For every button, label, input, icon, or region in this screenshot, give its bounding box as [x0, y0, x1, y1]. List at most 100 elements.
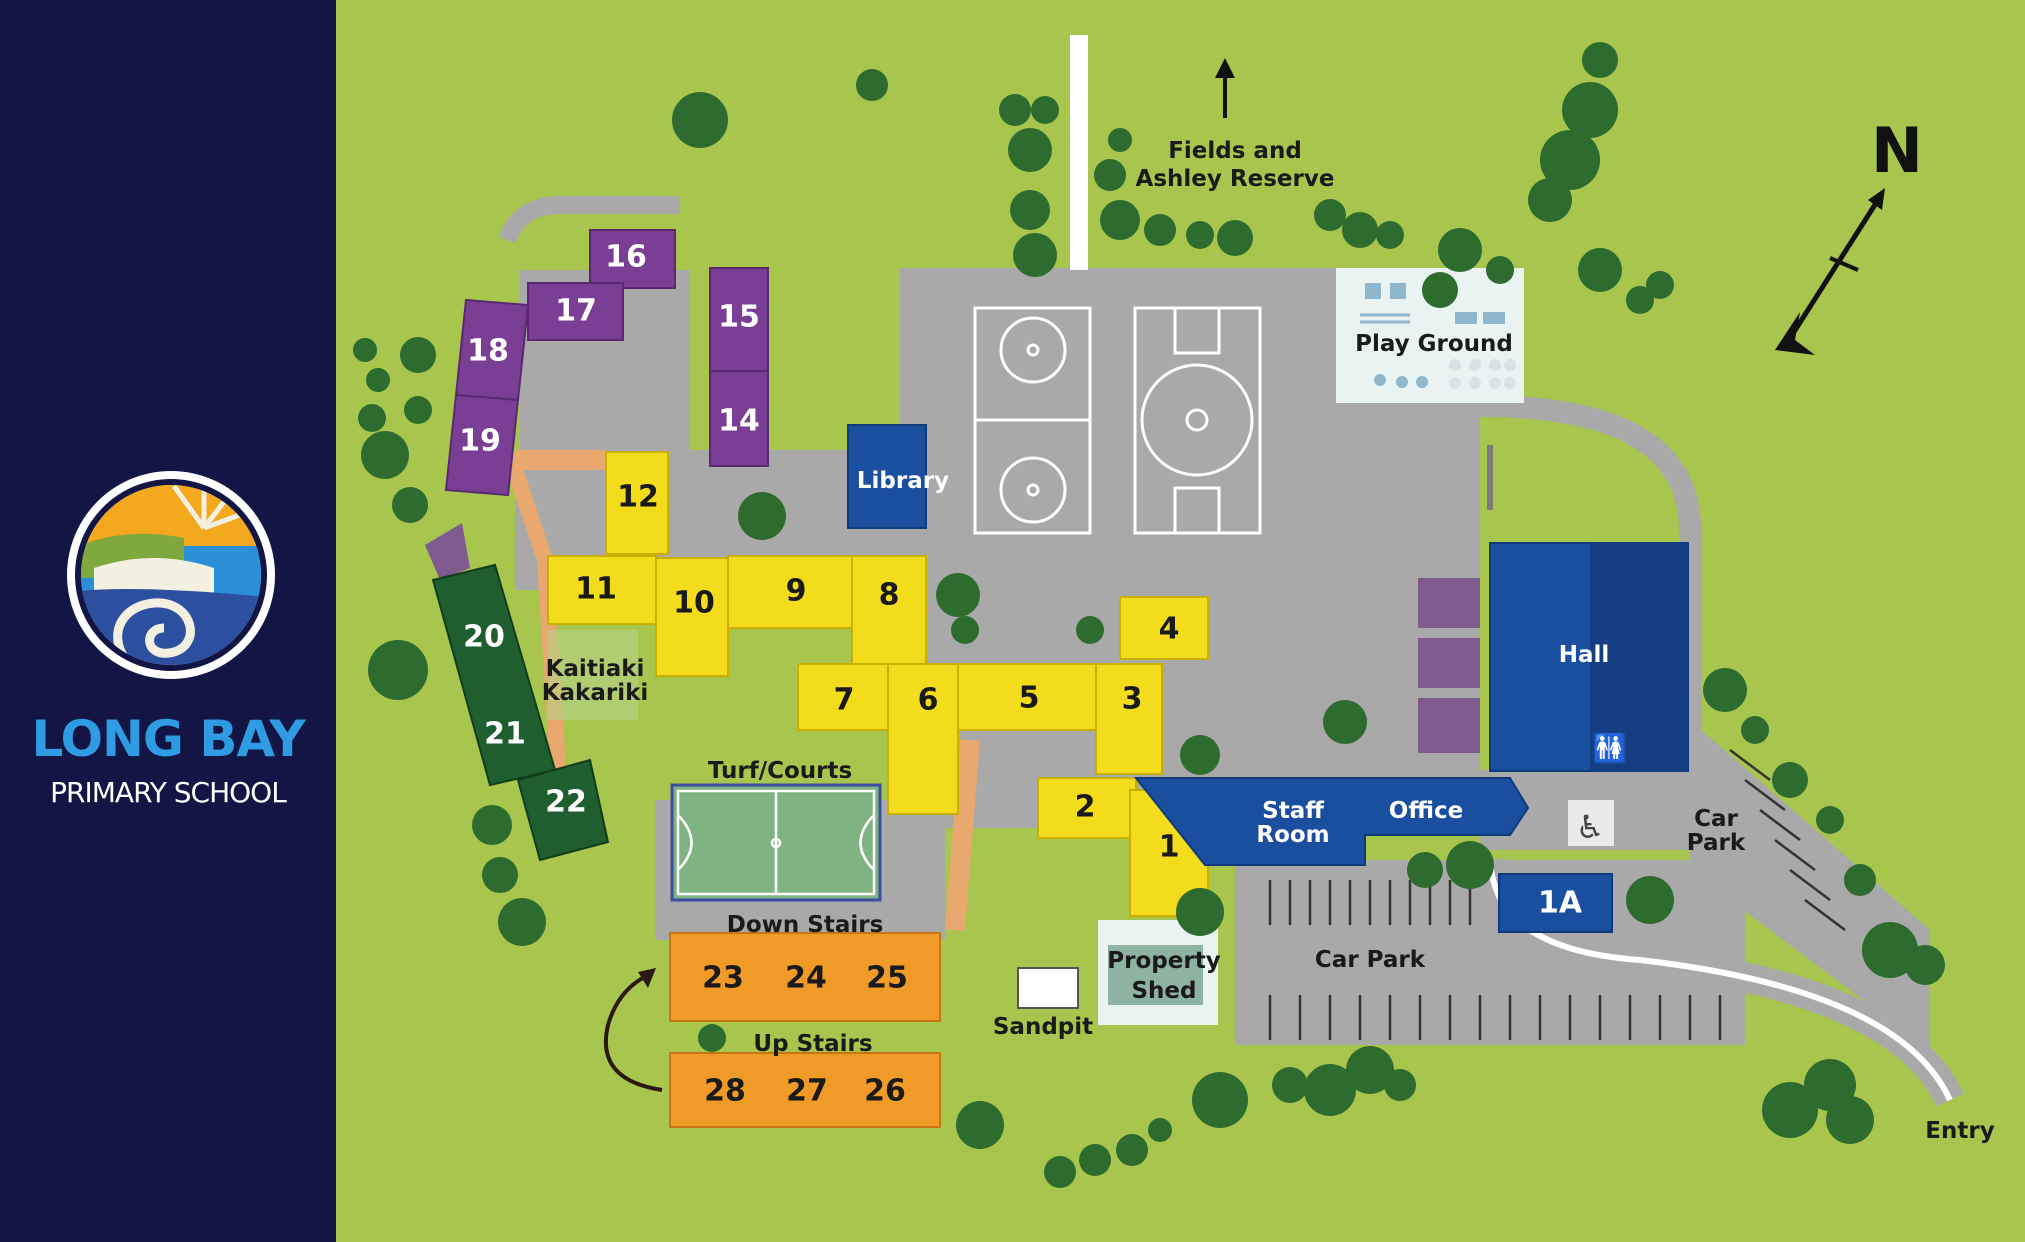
staff-room-label-line2: Room [1256, 822, 1329, 848]
play-ground-label: Play Ground [1355, 331, 1513, 357]
campus-map: N ♿ 🚻 16 17 15 14 18 19 20 21 22 12 11 1… [336, 0, 2025, 1242]
room-4-label: 4 [1159, 612, 1180, 647]
room-15-label: 15 [718, 300, 760, 335]
car-park-label: Car Park [1315, 947, 1426, 973]
room-28-label: 28 [704, 1074, 746, 1109]
library-label: Library [857, 468, 949, 494]
room-16-label: 16 [605, 240, 647, 275]
down-stairs-label: Down Stairs [727, 912, 884, 938]
room-5-label: 5 [1019, 681, 1040, 716]
car-park-stalls [1268, 749, 1846, 1040]
office-label: Office [1389, 798, 1463, 824]
fields-label-line2: Ashley Reserve [1136, 166, 1335, 192]
room-11-label: 11 [575, 572, 617, 607]
school-logo [67, 471, 275, 679]
hall-label: Hall [1559, 642, 1610, 668]
trees [353, 42, 1945, 1188]
room-12-label: 12 [617, 480, 659, 515]
property-shed[interactable] [1108, 945, 1203, 1005]
room-9[interactable] [727, 555, 857, 629]
room-3-label: 3 [1122, 682, 1143, 717]
room-21-label: 21 [484, 717, 526, 752]
room-25-label: 25 [866, 961, 908, 996]
room-6-label: 6 [918, 683, 939, 718]
stairs-arrow-head [638, 968, 656, 988]
room-2[interactable] [1037, 777, 1137, 839]
shade-sail-west [425, 523, 470, 580]
compass-arrow [1775, 188, 1885, 355]
fields-arrow [1215, 58, 1235, 118]
shade-sails-hall [1418, 578, 1480, 753]
property-shed-label-line2: Shed [1131, 978, 1196, 1004]
walkway-down-stairs [945, 739, 980, 931]
room-18-label: 18 [467, 334, 509, 369]
room-7-label: 7 [834, 683, 855, 718]
turf-lines [676, 789, 876, 896]
playground-bollards [1449, 359, 1516, 389]
path-to-fields [1070, 35, 1088, 270]
car-park-right-label-line1: Car [1694, 806, 1738, 832]
room-17-label: 17 [555, 294, 597, 329]
room-10-label: 10 [673, 586, 715, 621]
room-22-label: 22 [545, 785, 587, 820]
room-9-label: 9 [786, 574, 807, 609]
room-12[interactable] [605, 451, 669, 555]
staff-office-building[interactable] [1133, 777, 1530, 866]
room-8-label: 8 [879, 578, 900, 613]
property-shed-label-line1: Property [1107, 948, 1220, 974]
room-2-label: 2 [1075, 790, 1096, 825]
room-6[interactable] [887, 663, 959, 815]
entry-label: Entry [1925, 1118, 1994, 1144]
room-8[interactable] [851, 555, 927, 665]
school-subtitle: PRIMARY SCHOOL [50, 776, 287, 809]
hall-shade [1590, 543, 1688, 771]
playground-equipment [1365, 283, 1505, 388]
staff-room-label-line1: Staff [1262, 798, 1324, 824]
sandpit[interactable] [1017, 967, 1079, 1009]
turf-courts-label: Turf/Courts [708, 758, 852, 784]
kaitiaki-garden [548, 630, 638, 720]
car-park-right-label-line2: Park [1687, 830, 1746, 856]
school-name: LONG BAY [31, 710, 305, 768]
rooms-26-28[interactable] [669, 1052, 941, 1128]
room-16[interactable] [589, 229, 676, 289]
room-11[interactable] [547, 555, 657, 625]
fields-label-line1: Fields and [1168, 138, 1302, 164]
compass-north-label: N [1871, 114, 1923, 187]
stairs-arrow [603, 973, 663, 1092]
netball-courts [973, 306, 1262, 535]
kaitiaki-label-line2: Kakariki [542, 680, 649, 706]
wheelchair-icon: ♿ [1576, 808, 1605, 846]
accessibility-sign [1568, 800, 1614, 846]
room-14-label: 14 [718, 404, 760, 439]
room-27-label: 27 [786, 1074, 828, 1109]
room-7[interactable] [797, 663, 899, 731]
orange-block [669, 932, 941, 1128]
room-19[interactable] [444, 393, 520, 497]
path-north-loop [498, 196, 680, 244]
room-20-label: 20 [463, 620, 505, 655]
library-building[interactable] [847, 424, 927, 529]
room-3[interactable] [1095, 663, 1163, 775]
path-east [1479, 395, 1701, 780]
sandpit-label: Sandpit [993, 1014, 1093, 1040]
up-stairs-label: Up Stairs [753, 1031, 872, 1057]
rooms-23-25[interactable] [669, 932, 941, 1022]
room-17[interactable] [527, 282, 624, 341]
room-14[interactable] [709, 370, 769, 467]
room-22[interactable] [516, 758, 610, 862]
purple-block [444, 229, 769, 497]
room-1a-label: 1A [1538, 886, 1583, 921]
room-19-label: 19 [459, 424, 501, 459]
sidebar: LONG BAY PRIMARY SCHOOL [0, 0, 336, 1242]
green-block [431, 563, 610, 862]
room-23-label: 23 [702, 961, 744, 996]
room-15[interactable] [709, 267, 769, 372]
kaitiaki-label-line1: Kaitiaki [546, 656, 645, 682]
room-10[interactable] [655, 557, 729, 677]
room-4[interactable] [1119, 596, 1209, 660]
room-26-label: 26 [864, 1074, 906, 1109]
room-24-label: 24 [785, 961, 827, 996]
toilets-icon: 🚻 [1593, 732, 1628, 765]
room-1a[interactable] [1498, 873, 1613, 933]
